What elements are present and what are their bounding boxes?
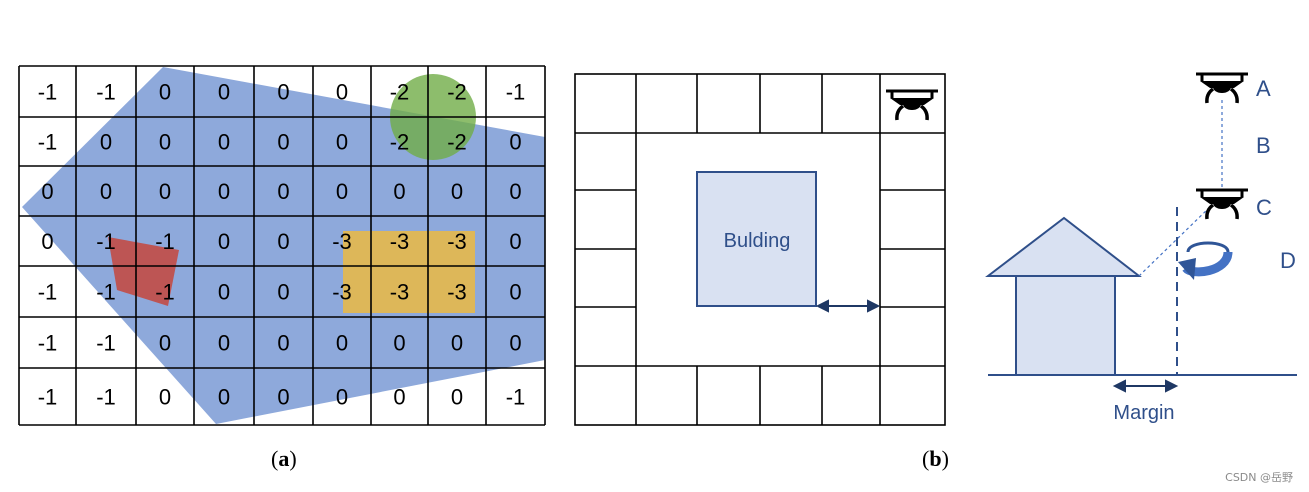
grid-cell-value: 0 xyxy=(100,179,112,204)
grid-cell-value: 0 xyxy=(218,80,230,105)
grid-cell-value: 0 xyxy=(277,331,289,356)
grid-cell-value: 0 xyxy=(218,385,230,410)
grid-cell-value: 0 xyxy=(509,229,521,254)
grid-cell-value: -3 xyxy=(447,229,467,254)
grid-cell-value: -1 xyxy=(506,80,526,105)
grid-lines xyxy=(18,65,546,426)
yellow-zone xyxy=(343,231,475,313)
grid-cell-value: -3 xyxy=(390,229,410,254)
grid-cell-value: 0 xyxy=(393,385,405,410)
grid-cell-value: -3 xyxy=(332,280,352,305)
house-body xyxy=(1015,274,1116,376)
grid-cell-value: 0 xyxy=(336,179,348,204)
grid-cell-value: 0 xyxy=(509,331,521,356)
grid-cell-value: 0 xyxy=(159,331,171,356)
label-b: B xyxy=(1256,133,1271,158)
grid-cell-value: 0 xyxy=(277,385,289,410)
coverage-area xyxy=(22,67,545,424)
grid-cell-value: 0 xyxy=(277,130,289,155)
grid-cell-value: -1 xyxy=(155,280,175,305)
grid-cell-value: -1 xyxy=(96,331,116,356)
grid-cell-value: -2 xyxy=(447,80,467,105)
grid-cell-value: -1 xyxy=(96,229,116,254)
building-label: Bulding xyxy=(724,230,791,252)
grid-cell-value: 0 xyxy=(336,385,348,410)
grid-values: -1 -1 0 0 0 0 -2 -2 -1 -1 0 0 0 0 0 -2 -2 0 0 0 0 0 0 0 0 0 0 0 -1 -1… xyxy=(38,80,526,410)
caption-b: (b) xyxy=(922,446,949,471)
sight-line xyxy=(1138,204,1213,277)
label-c: C xyxy=(1256,195,1272,220)
grid-cell-value: -1 xyxy=(96,280,116,305)
grid-cell-value: 0 xyxy=(393,331,405,356)
grid-cell-value: 0 xyxy=(159,80,171,105)
grid-cell-value: 0 xyxy=(159,179,171,204)
grid-cell-value: 0 xyxy=(159,385,171,410)
grid-cell-value: 0 xyxy=(509,179,521,204)
grid-cell-value: -1 xyxy=(38,385,58,410)
drone-icon xyxy=(886,89,938,121)
grid-cell-value: 0 xyxy=(159,130,171,155)
building xyxy=(696,171,817,307)
grid-cell-value: 0 xyxy=(41,179,53,204)
grid-cell-value: 0 xyxy=(451,385,463,410)
panel-c: Margin A B C D xyxy=(985,72,1297,424)
label-d: D xyxy=(1280,248,1296,273)
grid-cell-value: -1 xyxy=(155,229,175,254)
panel-b xyxy=(574,73,946,426)
grid-cell-value: 0 xyxy=(393,179,405,204)
grid-cell-value: -1 xyxy=(96,385,116,410)
watermark: CSDN @岳野 xyxy=(1225,471,1293,484)
grid-cell-value: 0 xyxy=(218,229,230,254)
grid-cell-value: 0 xyxy=(509,280,521,305)
grid-cell-value: 0 xyxy=(277,280,289,305)
red-zone xyxy=(108,237,179,306)
grid-cell-value: 0 xyxy=(509,130,521,155)
building-margin-arrow xyxy=(815,299,881,313)
label-a: A xyxy=(1256,76,1271,101)
house-roof xyxy=(985,216,1142,277)
grid-cell-value: -1 xyxy=(38,280,58,305)
grid-cell-value: -3 xyxy=(447,280,467,305)
grid-cell-value: 0 xyxy=(100,130,112,155)
drone-icon xyxy=(1196,188,1248,220)
grid-cell-value: 0 xyxy=(218,130,230,155)
grid-cell-value: 0 xyxy=(277,229,289,254)
margin-arrow xyxy=(1112,379,1179,393)
grid-cell-value: -2 xyxy=(390,80,410,105)
grid-cell-value: -1 xyxy=(38,130,58,155)
grid-cell-value: 0 xyxy=(277,179,289,204)
grid-cell-value: 0 xyxy=(336,80,348,105)
grid-cell-value: 0 xyxy=(336,331,348,356)
grid-cell-value: 0 xyxy=(451,179,463,204)
caption-a: (a) xyxy=(271,446,297,471)
grid-cell-value: -1 xyxy=(38,331,58,356)
grid-cell-value: -1 xyxy=(38,80,58,105)
grid-cell-value: 0 xyxy=(336,130,348,155)
drone-icon xyxy=(1196,72,1248,104)
grid-cell-value: -1 xyxy=(506,385,526,410)
grid-cell-value: -3 xyxy=(332,229,352,254)
grid-cell-value: -2 xyxy=(390,130,410,155)
grid-cell-value: -3 xyxy=(390,280,410,305)
grid-cell-value: 0 xyxy=(41,229,53,254)
grid-cell-value: 0 xyxy=(218,280,230,305)
grid-cell-value: -1 xyxy=(96,80,116,105)
grid-cell-value: 0 xyxy=(218,179,230,204)
grid-cell-value: 0 xyxy=(218,331,230,356)
grid-cell-value: -2 xyxy=(447,130,467,155)
grid-cell-value: 0 xyxy=(277,80,289,105)
grid-cell-value: 0 xyxy=(451,331,463,356)
panel-a: -1 -1 0 0 0 0 -2 -2 -1 -1 0 0 0 0 0 -2 -2 0 0 0 0 0 0 0 0 0 0 0 -1 -1… xyxy=(18,65,546,471)
rotation-arrow-icon xyxy=(1178,241,1233,280)
margin-label: Margin xyxy=(1113,402,1174,424)
